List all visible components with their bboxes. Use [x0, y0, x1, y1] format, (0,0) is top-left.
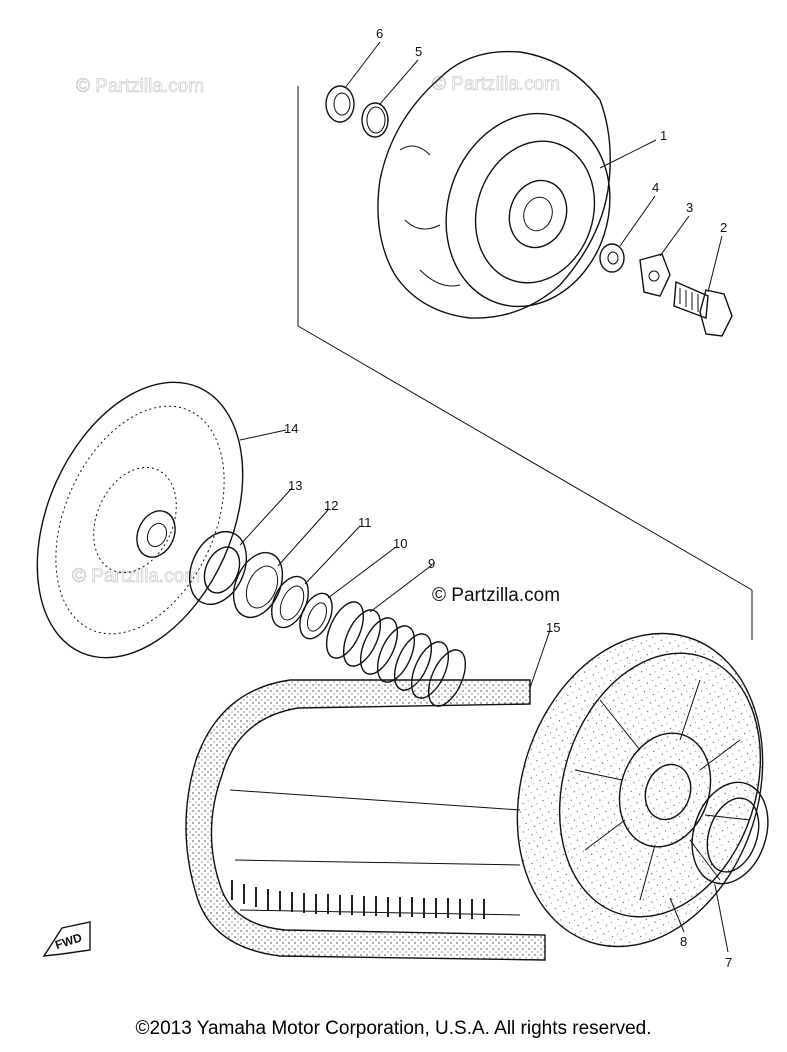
callout-1: 1	[660, 128, 667, 143]
part-2-bolt	[673, 280, 733, 337]
callout-2: 2	[720, 220, 727, 235]
part-3-lock-washer	[639, 253, 671, 297]
watermark-faint-2: © Partzilla.com	[432, 74, 560, 95]
fwd-arrow-icon: FWD	[42, 921, 91, 957]
part-5-circlip	[361, 102, 389, 138]
callout-12: 12	[324, 498, 338, 513]
callout-7: 7	[725, 955, 732, 970]
part-7-collar-ring	[691, 781, 769, 885]
callout-10: 10	[393, 536, 407, 551]
part-15-drive-belt	[185, 679, 546, 961]
callout-11: 11	[358, 515, 372, 530]
part-4-washer	[599, 243, 625, 273]
part-8-secondary-sheave	[516, 632, 764, 948]
part-13-bearing	[188, 531, 248, 605]
watermark-faint-1: © Partzilla.com	[76, 76, 204, 97]
part-6-bearing	[325, 85, 355, 123]
part-14-fixed-sheave	[36, 381, 244, 659]
callout-5: 5	[415, 44, 422, 59]
callout-6: 6	[376, 26, 383, 41]
copyright-notice: ©2013 Yamaha Motor Corporation, U.S.A. A…	[135, 1018, 652, 1039]
callout-leader-lines	[239, 41, 729, 953]
callout-3: 3	[686, 200, 693, 215]
part-1-primary-sheave	[377, 50, 611, 319]
callout-8: 8	[680, 934, 687, 949]
callout-15: 15	[546, 620, 560, 635]
callout-4: 4	[652, 180, 659, 195]
callout-9: 9	[428, 556, 435, 571]
part-12-collar	[232, 551, 284, 619]
callout-labels: 1 2 3 4 5 6 7 8 9 10 11 12 13 14 15	[284, 26, 732, 970]
callout-13: 13	[288, 478, 302, 493]
watermark-main: © Partzilla.com	[432, 585, 560, 606]
watermark-faint-3: © Partzilla.com	[72, 566, 200, 587]
callout-14: 14	[284, 421, 298, 436]
assembly-guide-lines	[297, 86, 753, 640]
part-10-washer	[299, 592, 333, 640]
